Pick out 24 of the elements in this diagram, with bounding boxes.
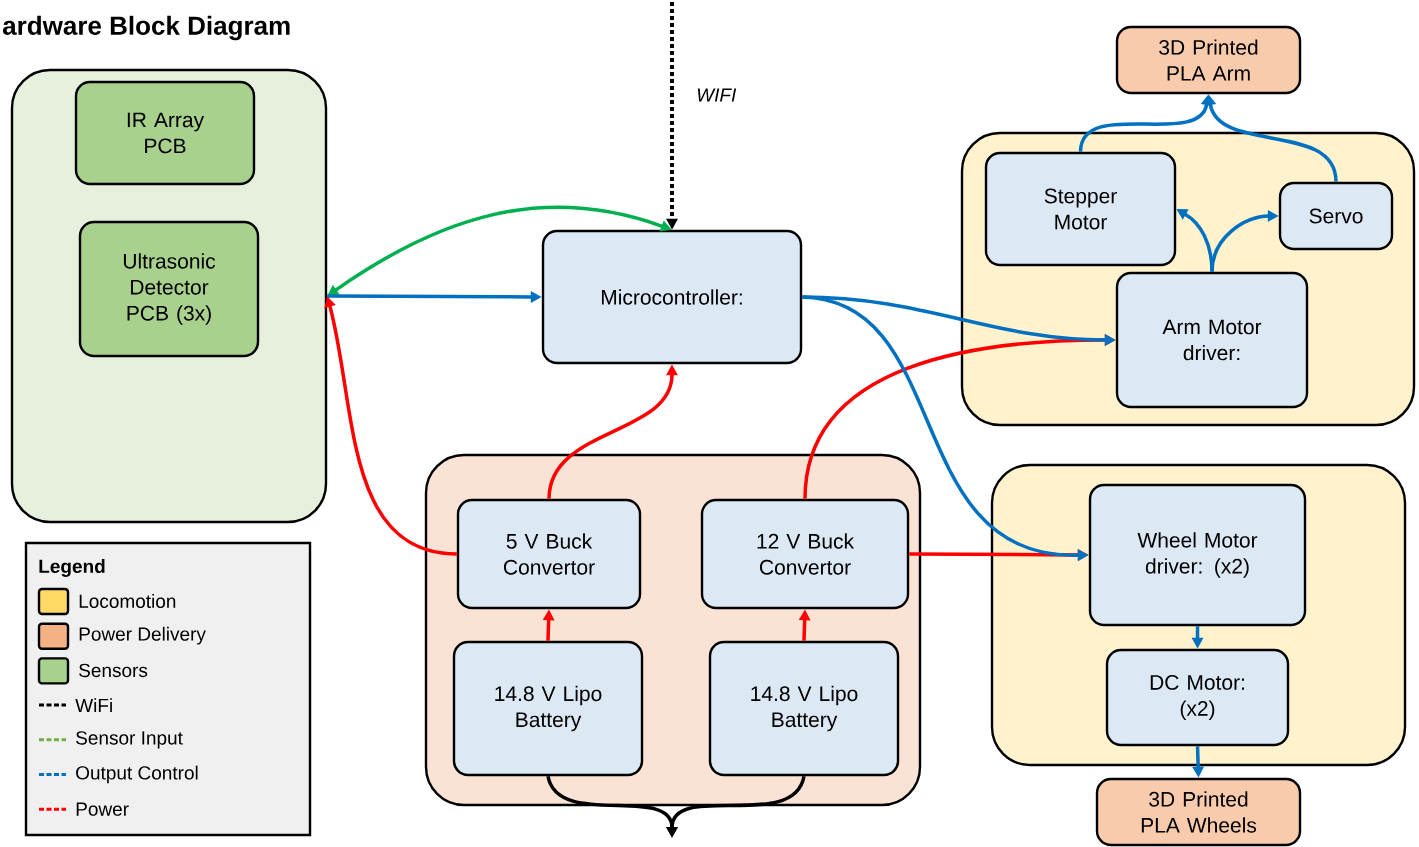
component-box: DC Motor: (x2) [1105, 648, 1290, 747]
component-box: Stepper Motor [984, 151, 1177, 267]
component-box: Ultrasonic Detector PCB (3x) [78, 220, 260, 358]
component-box: Servo [1278, 181, 1394, 251]
part-box: 3D Printed PLA Wheels [1095, 777, 1302, 847]
legend-label: Sensors [79, 663, 148, 678]
legend-label: WiFi [75, 698, 112, 712]
component-box: 14.8 V Lipo Battery [708, 640, 900, 777]
component-box: 14.8 V Lipo Battery [452, 640, 644, 777]
component-box: Wheel Motor driver: (x2) [1088, 483, 1307, 627]
component-box: Microcontroller: [541, 229, 803, 365]
part-box: 3D Printed PLA Arm [1115, 25, 1302, 95]
component-box: Arm Motor driver: [1115, 271, 1309, 409]
title: ardware Block Diagram [2, 15, 290, 41]
legend-label: Output Control [76, 765, 198, 784]
component-box: 12 V Buck Convertor [700, 498, 910, 610]
component-box: 5 V Buck Convertor [456, 498, 642, 610]
legend-title: Legend [39, 559, 105, 577]
edge-label: WIFI [694, 86, 739, 104]
legend-label: Power [76, 802, 129, 816]
component-box: IR Array PCB [74, 80, 256, 186]
legend-label: Sensor Input [76, 731, 183, 749]
legend-label: Power Delivery [79, 626, 206, 645]
legend-label: Locomotion [79, 594, 176, 608]
